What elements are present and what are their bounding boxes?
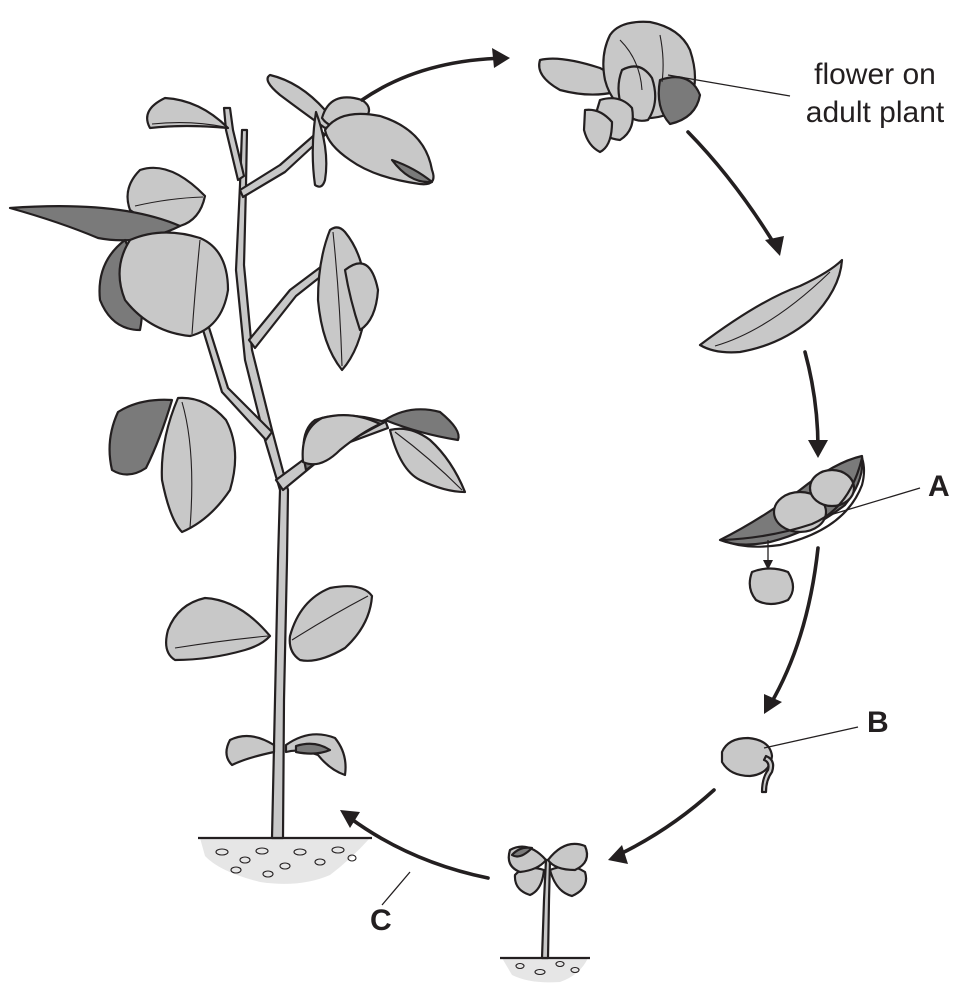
flower-label: flower on adult plant (790, 56, 958, 132)
adult-plant (10, 75, 465, 884)
closed-pod (700, 260, 842, 352)
label-c: C (370, 904, 392, 938)
flower-label-line1: flower on (790, 56, 958, 94)
adult-plant-soil (198, 838, 372, 884)
label-a: A (928, 470, 950, 504)
seedling (500, 844, 590, 982)
germinating-seed (722, 738, 773, 792)
open-pod (720, 456, 864, 604)
flower-label-line2: adult plant (790, 94, 958, 132)
label-c-leader-line (382, 872, 410, 905)
flower (539, 22, 700, 152)
label-b-leader-line (764, 727, 858, 748)
label-b: B (867, 706, 889, 740)
